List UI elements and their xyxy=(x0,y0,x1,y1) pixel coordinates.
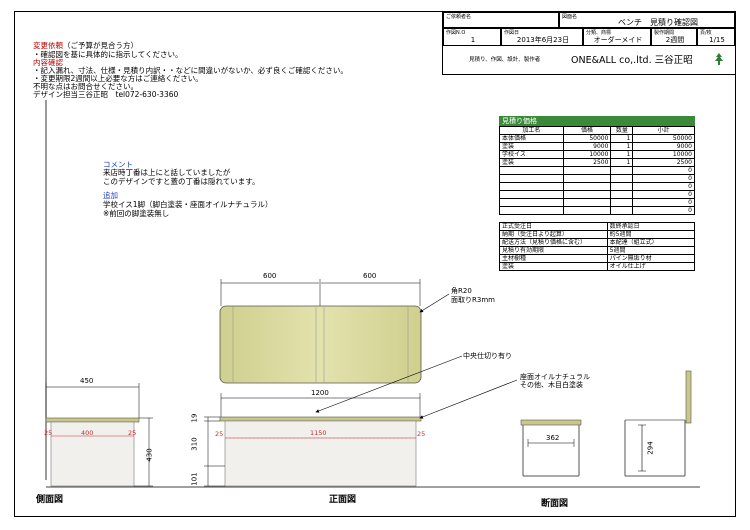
section-view xyxy=(520,370,692,477)
drawing-name-cell: 図面名 ベンチ 見積り確認図 xyxy=(559,12,735,28)
client-label: ご依頼者名 xyxy=(446,14,472,20)
page-label: 頁/枚 xyxy=(700,30,712,36)
front-view xyxy=(204,355,518,487)
drawing-name: ベンチ 見積り確認図 xyxy=(618,18,698,27)
drawing-no: 1 xyxy=(470,36,476,44)
addition-heading: 追加 xyxy=(103,191,118,200)
front-view-label: 正面図 xyxy=(329,495,357,505)
change-heading: 変更依頼 xyxy=(33,41,63,50)
front-body xyxy=(224,420,417,487)
confirm-line-2: ・変更期限2週間以上必要な方はご連絡ください。 xyxy=(33,74,203,83)
comment-line-1: 来店時丁番は上にと話していましたが xyxy=(103,168,231,177)
section-seat xyxy=(520,419,582,426)
maker-name: ONE&ALL co,.ltd. 三谷正昭 xyxy=(571,55,693,66)
front-seat-board xyxy=(219,416,422,422)
side-seat-board xyxy=(45,417,140,423)
conditions-table: 正式受注日数終承認日 納期（受注日より起算）約5週間 配送方法（見積り価格に含む… xyxy=(499,222,696,271)
section-width-dim: 362 xyxy=(546,434,560,442)
comment-heading: コメント xyxy=(103,160,133,169)
drawing-no-cell: 作図N.O 1 xyxy=(443,28,501,46)
top-dim-left: 600 xyxy=(263,272,277,280)
front-inner-dim: 1150 xyxy=(310,429,327,437)
drawing-no-label: 作図N.O xyxy=(446,30,466,36)
comment-line-2: このデザインですと蓋の丁番は隠れています。 xyxy=(103,177,260,186)
designer-contact: デザイン担当三谷正昭 tel072-630-3360 xyxy=(33,90,179,99)
title-block: ご依頼者名 図面名 ベンチ 見積り確認図 作図N.O 1 作図日 2013年6月… xyxy=(442,11,736,75)
change-request-heading: 変更依頼（ご予算が見合う方） xyxy=(33,41,138,50)
drawing-frame xyxy=(14,11,736,517)
side-height-dim: 430 xyxy=(145,448,154,462)
side-body xyxy=(50,421,135,487)
seat-top-board xyxy=(219,305,422,384)
side-inner-dim: 400 xyxy=(81,429,94,437)
condition-row: 塗装オイル仕上げ xyxy=(499,262,696,271)
company-logo-icon xyxy=(715,53,723,65)
front-right-inset: 25 xyxy=(417,430,426,438)
page-cell: 頁/枚 1/15 xyxy=(697,28,735,46)
addition-line-2: ※前回の脚塗装無し xyxy=(103,209,170,218)
drawing-name-label: 図面名 xyxy=(562,14,578,20)
drawn-date-cell: 作図日 2013年6月23日 xyxy=(501,28,583,46)
condition-value: オイル仕上げ xyxy=(606,262,696,271)
maker-label: 見積り、作図、設計、製作者 xyxy=(469,57,541,63)
category-label: 分類、商標 xyxy=(586,30,612,36)
client-cell: ご依頼者名 xyxy=(443,12,559,28)
drawn-date-label: 作図日 xyxy=(504,30,520,36)
side-view-label: 側面図 xyxy=(36,495,64,505)
side-right-inset: 25 xyxy=(128,429,137,437)
finish-note-1: 座面オイルナチュラル xyxy=(520,373,590,381)
center-partition-note: 中央仕切り有り xyxy=(463,352,512,360)
drawn-date: 2013年6月23日 xyxy=(516,36,570,44)
side-view xyxy=(45,383,153,487)
side-left-inset: 25 xyxy=(44,429,53,437)
addition-line-1: 学校イス1脚（脚白塗装・座面オイルナチュラル） xyxy=(103,200,273,209)
confirm-line-1: ・記入漏れ、寸法、仕様・見積り内訳・・などに間違いがないか、必ず良くご確認くださ… xyxy=(33,66,348,75)
open-lid xyxy=(685,370,692,424)
maker-row: 見積り、作図、設計、製作者 ONE&ALL co,.ltd. 三谷正昭 xyxy=(443,46,735,74)
front-left-inset: 25 xyxy=(215,430,224,438)
finish-note-2: その他、木目白塗装 xyxy=(520,381,583,389)
category-cell: 分類、商標 オーダーメイド xyxy=(583,28,651,46)
front-width-dim: 1200 xyxy=(311,389,329,397)
front-height-1: 19 xyxy=(190,413,199,423)
corner-note-2: 面取りR3mm xyxy=(451,296,495,304)
confirm-heading: 内容確認 xyxy=(33,58,63,67)
change-line-1: ・確認図を基に具体的に指示してください。 xyxy=(33,50,183,59)
lead-time: 2週間 xyxy=(665,36,685,44)
lead-time-label: 製作期間 xyxy=(654,30,675,36)
page-number: 1/15 xyxy=(709,36,725,44)
top-view xyxy=(219,279,450,384)
front-height-2: 310 xyxy=(190,437,199,451)
section-height-dim: 294 xyxy=(646,441,655,455)
confirm-line-3: 不明な点はお問合せください。 xyxy=(33,82,138,91)
top-dim-right: 600 xyxy=(363,272,377,280)
section-view-label: 断面図 xyxy=(541,499,569,509)
corner-note-1: 角R20 xyxy=(451,287,472,295)
change-heading-suffix: （ご予算が見合う方） xyxy=(63,41,138,50)
category: オーダーメイド xyxy=(593,36,643,44)
item-qty xyxy=(610,206,634,215)
front-height-3: 101 xyxy=(190,472,199,486)
lead-time-cell: 製作期間 2週間 xyxy=(651,28,697,46)
item-subtotal: 0 xyxy=(632,206,695,215)
estimate-row: 0 xyxy=(499,206,695,215)
estimate-title: 見積り価格 xyxy=(499,116,695,126)
side-width-dim: 450 xyxy=(80,377,94,385)
